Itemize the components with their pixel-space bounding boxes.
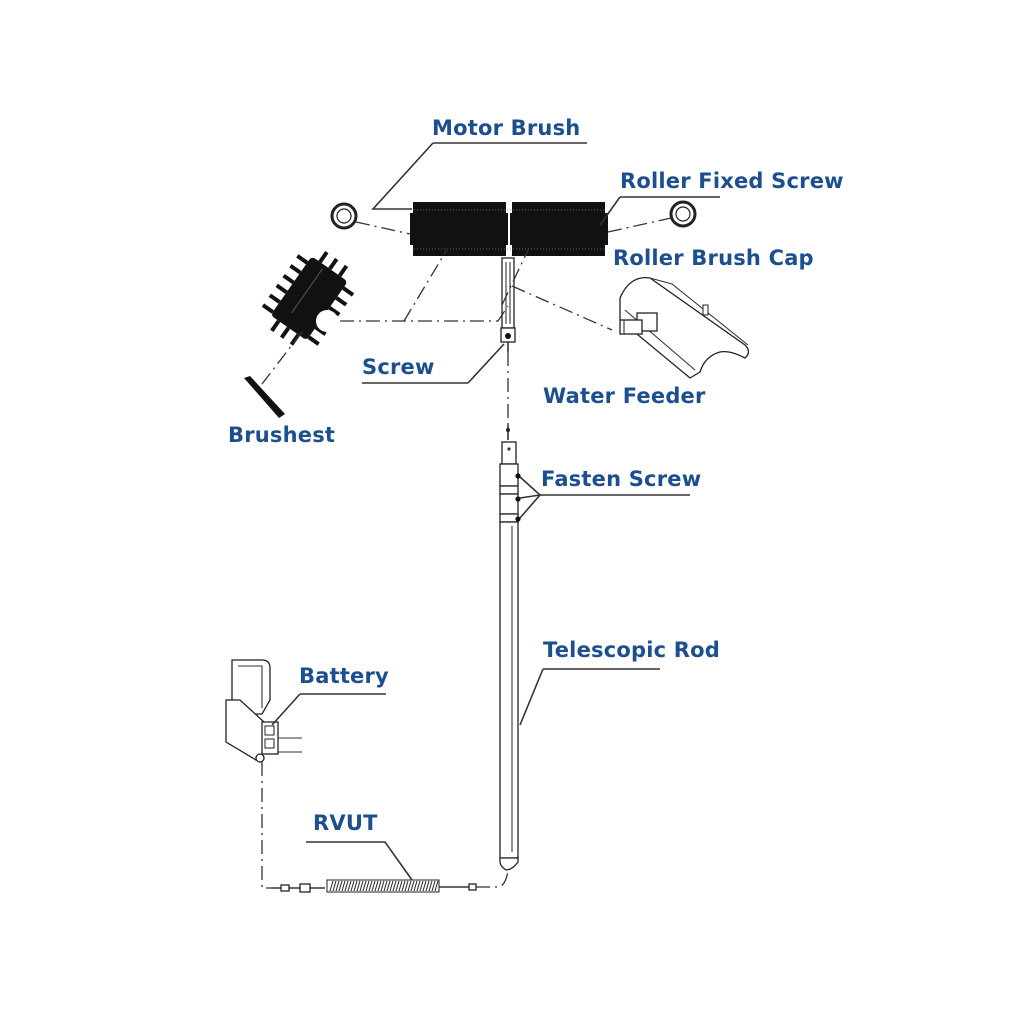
coil-stroke	[353, 880, 358, 892]
coil-stroke	[377, 880, 382, 892]
telescopic-rod	[499, 425, 521, 871]
coil-stroke	[425, 880, 430, 892]
label-roller-fixed-screw: Roller Fixed Screw	[620, 169, 844, 193]
coil-stroke	[347, 880, 352, 892]
coil-stroke	[383, 880, 388, 892]
label-rvut: RVUT	[313, 811, 378, 835]
coil-stroke	[434, 880, 439, 892]
coil-stroke	[368, 880, 373, 892]
brushest-brush	[261, 251, 355, 346]
label-screw: Screw	[362, 355, 435, 379]
assembly-line	[355, 221, 411, 235]
coil-stroke	[329, 880, 334, 892]
rvut-cable	[261, 762, 509, 893]
coil-stroke	[344, 880, 349, 892]
label-brushest: Brushest	[228, 423, 336, 447]
assembly-line	[261, 331, 303, 385]
coil-stroke	[422, 880, 427, 892]
coil-stroke	[374, 880, 379, 892]
roller-fixed-screw-right	[669, 200, 697, 228]
coil-stroke	[416, 880, 421, 892]
coil-stroke	[419, 880, 424, 892]
coil-stroke	[359, 880, 364, 892]
assembly-line	[403, 247, 449, 322]
roller-fixed-screw-left	[330, 202, 358, 230]
coil-stroke	[401, 880, 406, 892]
coil-stroke	[404, 880, 409, 892]
coil-stroke	[431, 880, 436, 892]
coil-stroke	[386, 880, 391, 892]
assembly-line	[607, 217, 672, 233]
coil-stroke	[392, 880, 397, 892]
coil-stroke	[332, 880, 337, 892]
coil-stroke	[407, 880, 412, 892]
leader-lines	[271, 142, 720, 881]
label-telescopic-rod: Telescopic Rod	[543, 638, 721, 662]
coil-stroke	[341, 880, 346, 892]
coil-stroke	[335, 880, 340, 892]
coil-stroke	[428, 880, 433, 892]
coil-stroke	[350, 880, 355, 892]
coil-stroke	[362, 880, 367, 892]
battery	[225, 659, 302, 763]
assembly-line	[511, 285, 613, 331]
brushest-plate	[244, 376, 285, 418]
label-motor-brush: Motor Brush	[432, 116, 581, 140]
coil-stroke	[365, 880, 370, 892]
shaft	[500, 257, 516, 352]
coil-stroke	[398, 880, 403, 892]
coil-stroke	[371, 880, 376, 892]
coil-stroke	[356, 880, 361, 892]
label-fasten-screw: Fasten Screw	[541, 467, 702, 491]
brushest-hub-hole	[316, 310, 338, 332]
motor-brush-roller	[410, 200, 608, 258]
coil-stroke	[389, 880, 394, 892]
label-battery: Battery	[299, 664, 389, 688]
assembly-line	[340, 305, 509, 322]
coil-stroke	[410, 880, 415, 892]
water-feeder	[619, 312, 658, 335]
label-roller-brush-cap: Roller Brush Cap	[613, 246, 814, 270]
coil-stroke	[380, 880, 385, 892]
coil-stroke	[338, 880, 343, 892]
coil-stroke	[395, 880, 400, 892]
coil-stroke	[413, 880, 418, 892]
label-water-feeder: Water Feeder	[543, 384, 706, 408]
assembly-line	[501, 249, 529, 306]
